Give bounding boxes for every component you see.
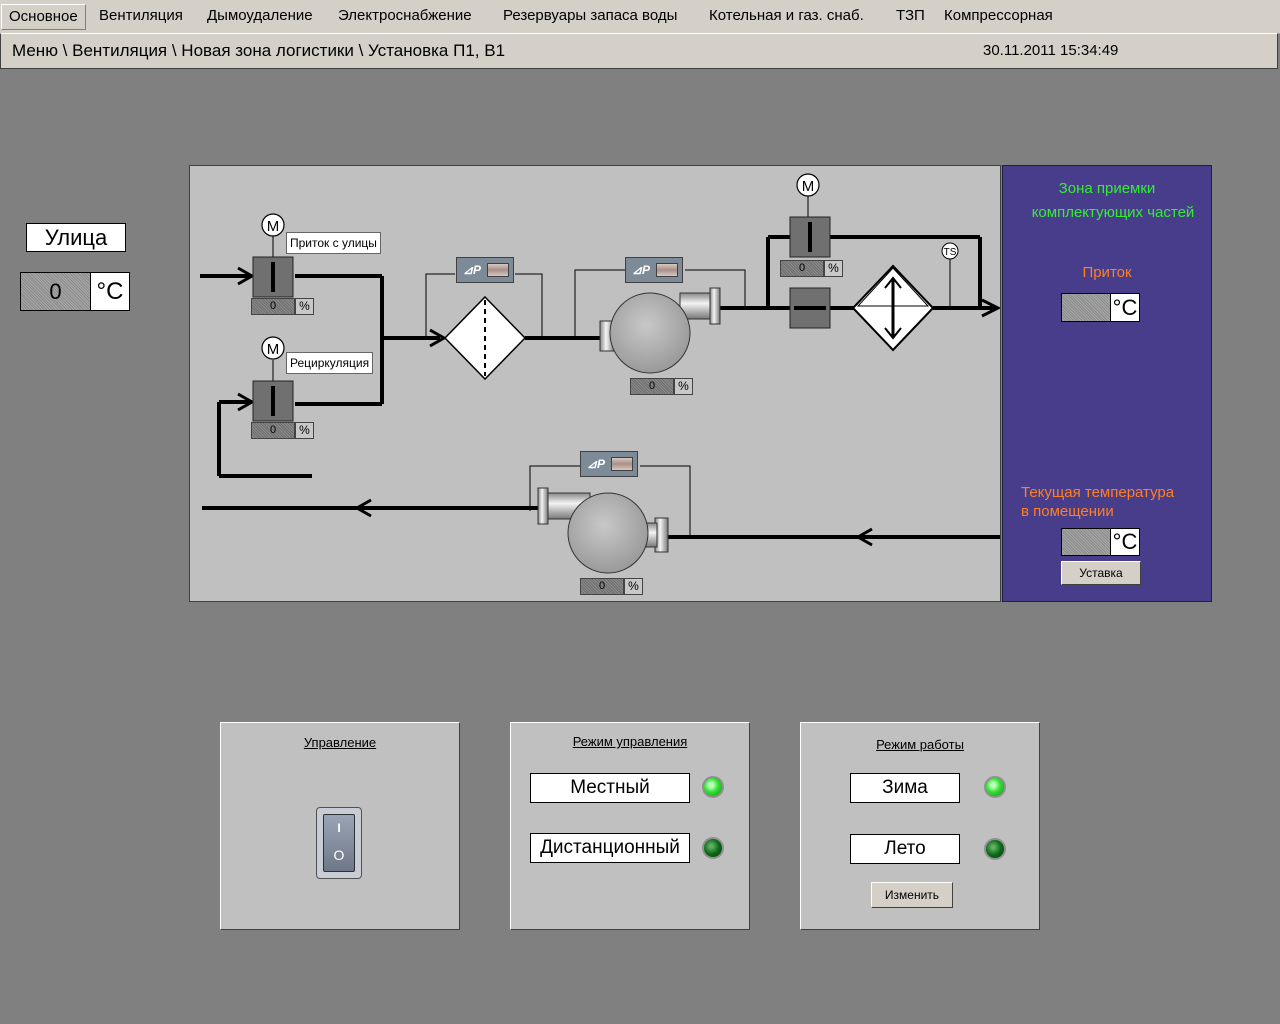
damper-main[interactable]	[789, 287, 831, 329]
outside-label: Улица	[26, 223, 126, 252]
room-temp-label-line2: в помещении	[1021, 503, 1114, 520]
damper-recirc-unit: %	[295, 422, 314, 439]
control-mode-panel: Режим управления Местный Дистанционный	[510, 722, 750, 930]
dp-supply-fan[interactable]: ⊿P	[625, 257, 683, 283]
remote-mode-led	[702, 837, 724, 859]
setpoint-button[interactable]: Уставка	[1061, 561, 1141, 585]
dp-exhaust-fan-label: ⊿P	[587, 457, 606, 471]
winter-mode-label: Зима	[850, 773, 960, 803]
ts-label: TS	[944, 247, 957, 258]
supply-temp-unit: °C	[1110, 293, 1140, 322]
menu-item-boiler[interactable]: Котельная и газ. снаб.	[709, 7, 864, 24]
menu-item-smoke-removal[interactable]: Дымоудаление	[207, 7, 313, 24]
damper-heat-value: 0	[780, 260, 824, 277]
supply-temp-label: Приток	[1082, 264, 1132, 281]
breadcrumb-bar: Меню \ Вентиляция \ Новая зона логистики…	[0, 33, 1278, 69]
menu-item-main[interactable]: Основное	[1, 4, 86, 30]
menu-item-tzp[interactable]: ТЗП	[896, 7, 925, 24]
room-temp-unit: °C	[1110, 528, 1140, 556]
power-switch-rocker: I O	[323, 814, 355, 872]
damper-street-unit: %	[295, 298, 314, 315]
zone-panel: Зона приемки комплектующих частей Приток…	[1002, 165, 1212, 602]
motor-letter-recirc: M	[267, 341, 280, 358]
datetime: 30.11.2011 15:34:49	[983, 42, 1119, 59]
exhaust-fan-value: 0	[580, 578, 624, 595]
motor-letter-street: M	[267, 218, 280, 235]
exhaust-fan[interactable]	[537, 487, 669, 574]
room-temp-label-line1: Текущая температура	[1021, 484, 1175, 501]
summer-mode-label: Лето	[850, 834, 960, 864]
work-mode-title: Режим работы	[876, 737, 964, 752]
local-mode-led	[702, 776, 724, 798]
change-mode-button[interactable]: Изменить	[871, 882, 953, 908]
damper-street[interactable]	[252, 256, 294, 298]
damper-bypass[interactable]	[789, 216, 831, 258]
damper-recirc[interactable]	[252, 380, 294, 422]
zone-title-line1: Зона приемки	[1058, 180, 1156, 197]
dp-filter[interactable]: ⊿P	[456, 257, 514, 283]
damper-recirc-value: 0	[251, 422, 295, 439]
filter	[443, 295, 527, 381]
menu-item-power-supply[interactable]: Электроснабжение	[338, 7, 472, 24]
remote-mode-label: Дистанционный	[530, 833, 690, 863]
supply-fan-value: 0	[630, 378, 674, 395]
control-panel: Управление I O	[220, 722, 460, 930]
supply-fan[interactable]	[599, 287, 721, 374]
winter-mode-led	[984, 776, 1006, 798]
summer-mode-led	[984, 838, 1006, 860]
breadcrumb: Меню \ Вентиляция \ Новая зона логистики…	[12, 41, 506, 60]
switch-on-mark: I	[337, 821, 341, 835]
outside-temp-value: 0	[20, 272, 91, 311]
control-mode-title: Режим управления	[572, 734, 688, 749]
room-temp-value	[1061, 528, 1111, 556]
outside-temp-unit: °C	[90, 272, 130, 311]
local-mode-label: Местный	[530, 773, 690, 803]
menu-item-compressor[interactable]: Компрессорная	[944, 7, 1053, 24]
dp-filter-indicator	[487, 263, 509, 277]
dp-supply-fan-label: ⊿P	[632, 263, 651, 277]
zone-title-line2: комплектующих частей	[1031, 204, 1195, 221]
control-panel-title: Управление	[303, 735, 377, 750]
dp-exhaust-fan[interactable]: ⊿P	[580, 451, 638, 477]
top-menu-bar: Основное Вентиляция Дымоудаление Электро…	[0, 0, 1280, 34]
process-diagram: M M M	[189, 165, 1001, 602]
heater	[851, 264, 935, 352]
menu-item-ventilation[interactable]: Вентиляция	[99, 7, 183, 24]
switch-off-mark: O	[333, 847, 345, 863]
damper-street-value: 0	[251, 298, 295, 315]
temp-sensor: TS	[941, 242, 959, 260]
dp-filter-label: ⊿P	[463, 263, 482, 277]
duct-lines: M M M	[200, 173, 1000, 574]
damper-heat-unit: %	[824, 260, 843, 277]
work-mode-panel: Режим работы Зима Лето Изменить	[800, 722, 1040, 930]
supply-temp-value	[1061, 293, 1111, 322]
motor-letter-heat: M	[802, 178, 815, 195]
damper-recirc-label: Рециркуляция	[286, 352, 374, 374]
dp-exhaust-fan-indicator	[611, 457, 633, 471]
dp-supply-fan-indicator	[656, 263, 678, 277]
menu-item-water-tanks[interactable]: Резервуары запаса воды	[503, 7, 678, 24]
damper-street-label: Приток с улицы	[286, 232, 381, 254]
power-switch[interactable]: I O	[316, 807, 362, 879]
supply-fan-unit: %	[674, 378, 693, 395]
exhaust-fan-unit: %	[624, 578, 643, 595]
